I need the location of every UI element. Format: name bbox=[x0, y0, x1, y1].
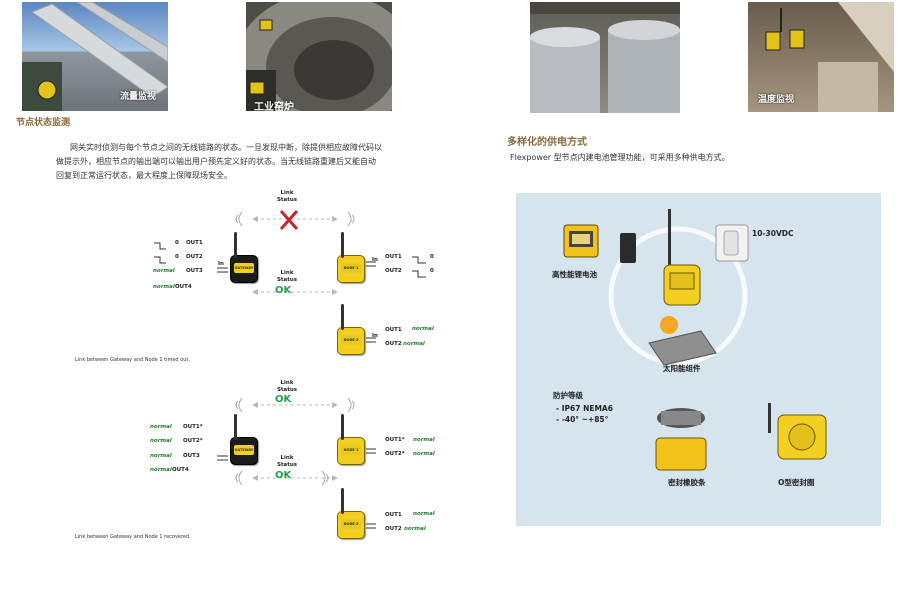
gw-out-1: OUT1 bbox=[186, 240, 203, 246]
gateway-label: GATEWAY bbox=[234, 445, 254, 455]
diagram2-caption: Link between Gateway and Node 1 recovere… bbox=[75, 534, 191, 540]
node2b-out-1: OUT1 bbox=[385, 512, 402, 518]
battery-label: 高性能锂电池 bbox=[552, 270, 597, 279]
paragraph-line-3: 回复到正常运行状态，最大程度上保障现场安全。 bbox=[56, 171, 232, 180]
antenna-icon bbox=[341, 414, 344, 440]
industrial-kiln-photo: 工业窑炉 bbox=[246, 2, 392, 111]
node1-device: NODE 1 bbox=[337, 232, 365, 283]
temperature-monitoring-photo: 温度监视 bbox=[748, 2, 894, 112]
diagram1-lines bbox=[154, 210, 426, 343]
gw2-left-4: normal bbox=[150, 467, 172, 473]
temperature-monitoring-caption: 温度监视 bbox=[758, 95, 795, 105]
flow-monitoring-caption: 流量监视 bbox=[120, 92, 157, 102]
industrial-kiln-caption: 工业窑炉 bbox=[254, 102, 294, 111]
node-status-paragraph: 网关实时侦测与每个节点之间的无线链路的状态。一旦发现中断，除提供相应故障代码以 … bbox=[56, 141, 476, 183]
gw2-out-1: OUT1* bbox=[183, 424, 203, 430]
power-supply-paragraph: Flexpower 型节点内建电池管理功能，可采用多种供电方式。 bbox=[510, 153, 730, 162]
gw-left-4: normal bbox=[153, 284, 175, 290]
gateway-label: GATEWAY bbox=[234, 263, 254, 273]
node-status-heading: 节点状态监测 bbox=[16, 118, 71, 128]
node2-right-1: normal bbox=[412, 326, 434, 332]
node1-label: NODE 1 bbox=[341, 263, 361, 273]
gw-left-3: normal bbox=[153, 268, 175, 274]
gw2-out-4: OUT4 bbox=[172, 467, 189, 473]
storage-tanks-photo bbox=[530, 2, 680, 113]
paragraph-line-2: 做提示外，相应节点的输出端可以输出用户预先定义好的状态。当无线链路重建后又能自动 bbox=[56, 157, 376, 166]
gw-left-1: 0 bbox=[175, 240, 179, 246]
node1b-right-2: normal bbox=[413, 451, 435, 457]
node2b-right-2: normal bbox=[404, 526, 426, 532]
antenna-icon bbox=[341, 304, 344, 330]
gateway-device-2: GATEWAY bbox=[230, 414, 258, 465]
protection-value-2: -40° ~+85° bbox=[561, 415, 609, 424]
node1b-out-1: OUT1* bbox=[385, 437, 405, 443]
gateway-device: GATEWAY bbox=[230, 232, 258, 283]
gw-out-3: OUT3 bbox=[186, 268, 203, 274]
gw2-left-3: normal bbox=[150, 453, 172, 459]
diagram1-ok-mid: OK bbox=[275, 285, 292, 296]
protection-item-1: - IP67 NEMA6 bbox=[556, 404, 613, 413]
link-fail-x-icon bbox=[279, 210, 299, 230]
node1-out-2: OUT2 bbox=[385, 268, 402, 274]
flow-monitoring-photo: 流量监视 bbox=[22, 2, 168, 111]
node2-device: NODE 2 bbox=[337, 304, 365, 355]
node2b-right-1: normal bbox=[413, 511, 435, 517]
seal-strip-label: 密封橡胶条 bbox=[668, 478, 706, 487]
antenna-icon bbox=[234, 232, 237, 258]
diagram2-ok-mid: OK bbox=[275, 470, 292, 481]
node1b-out-2: OUT2* bbox=[385, 451, 405, 457]
power-figure-art bbox=[563, 209, 827, 471]
node2-device-2: NODE 2 bbox=[337, 488, 365, 539]
voltage-label: 10-30VDC bbox=[752, 229, 794, 238]
diagram2-lines bbox=[217, 397, 376, 529]
node2-label: NODE 2 bbox=[341, 335, 361, 345]
node1-out-1: OUT1 bbox=[385, 254, 402, 260]
protection-item-2: - -40° ~+85° bbox=[556, 415, 609, 424]
node2b-out-2: OUT2 bbox=[385, 526, 402, 532]
node2-label: NODE 2 bbox=[341, 519, 361, 529]
node1b-right-1: normal bbox=[413, 437, 435, 443]
node1-right-1: 0 bbox=[430, 254, 434, 260]
antenna-icon bbox=[341, 488, 344, 514]
gw2-left-1: normal bbox=[150, 424, 172, 430]
power-options-figure: 高性能锂电池 10-30VDC 太阳能组件 防护等级 - IP67 NEMA6 … bbox=[516, 193, 881, 526]
protection-value-1: IP67 NEMA6 bbox=[561, 404, 613, 413]
node1-in-label: In bbox=[372, 257, 378, 263]
antenna-icon bbox=[341, 232, 344, 258]
paragraph-line-1: 网关实时侦测与每个节点之间的无线链路的状态。一旦发现中断，除提供相应故障代码以 bbox=[70, 143, 382, 152]
node1-device-2: NODE 1 bbox=[337, 414, 365, 465]
node2-out-2: OUT2 bbox=[385, 341, 402, 347]
gw-left-2: 0 bbox=[175, 254, 179, 260]
gw2-out-2: OUT2* bbox=[183, 438, 203, 444]
power-supply-heading: 多样化的供电方式 bbox=[507, 137, 587, 148]
diagram1-caption: Link between Gateway and Node 1 timed ou… bbox=[75, 357, 190, 363]
protection-title: 防护等级 bbox=[553, 391, 583, 400]
gw2-left-2: normal bbox=[150, 438, 172, 444]
gw-out-4: OUT4 bbox=[175, 284, 192, 290]
antenna-icon bbox=[234, 414, 237, 440]
diagram2-ok-top: OK bbox=[275, 394, 292, 405]
gw2-out-3: OUT3 bbox=[183, 453, 200, 459]
o-ring-label: O型密封圈 bbox=[778, 478, 815, 487]
gw-out-2: OUT2 bbox=[186, 254, 203, 260]
node1-label: NODE 1 bbox=[341, 445, 361, 455]
gw-in-label: In bbox=[218, 261, 224, 267]
solar-label: 太阳能组件 bbox=[663, 364, 701, 373]
node2-in-label: In bbox=[372, 333, 378, 339]
node2-right-2: normal bbox=[403, 341, 425, 347]
node1-right-2: 0 bbox=[430, 268, 434, 274]
node2-out-1: OUT1 bbox=[385, 327, 402, 333]
